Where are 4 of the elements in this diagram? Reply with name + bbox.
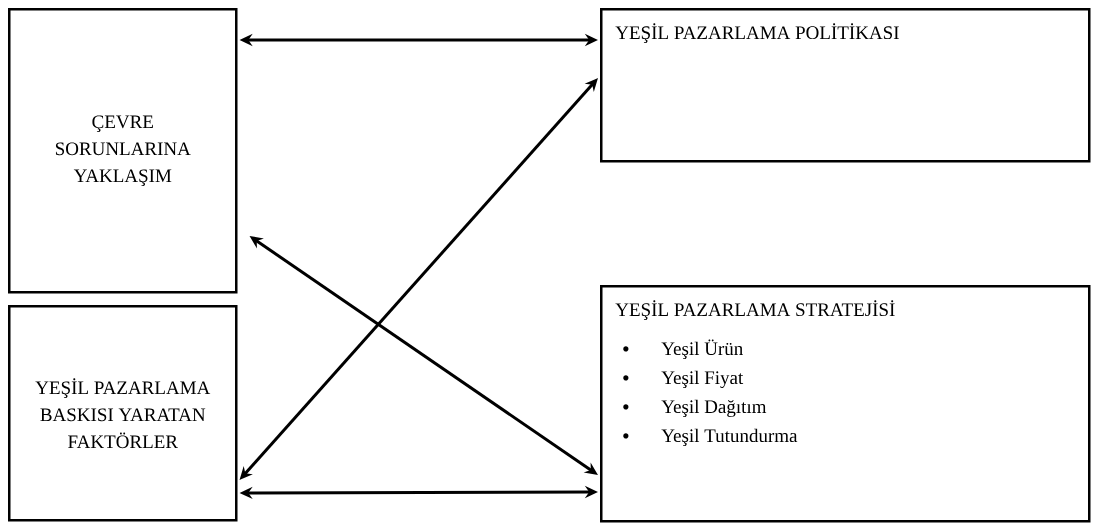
process-box: ÇEVRE SORUNLARINA YAKLAŞIM xyxy=(8,8,238,294)
process-box: YEŞİL PAZARLAMA POLİTİKASI xyxy=(600,8,1091,163)
process-box: YEŞİL PAZARLAMA BASKISI YARATAN FAKTÖRLER xyxy=(8,305,238,522)
process-box: YEŞİL PAZARLAMA STRATEJİSİ Yeşil Ürün Yeşil Fiyat Yeşil Dağıtım Yeşil Tutundurma xyxy=(600,285,1091,523)
